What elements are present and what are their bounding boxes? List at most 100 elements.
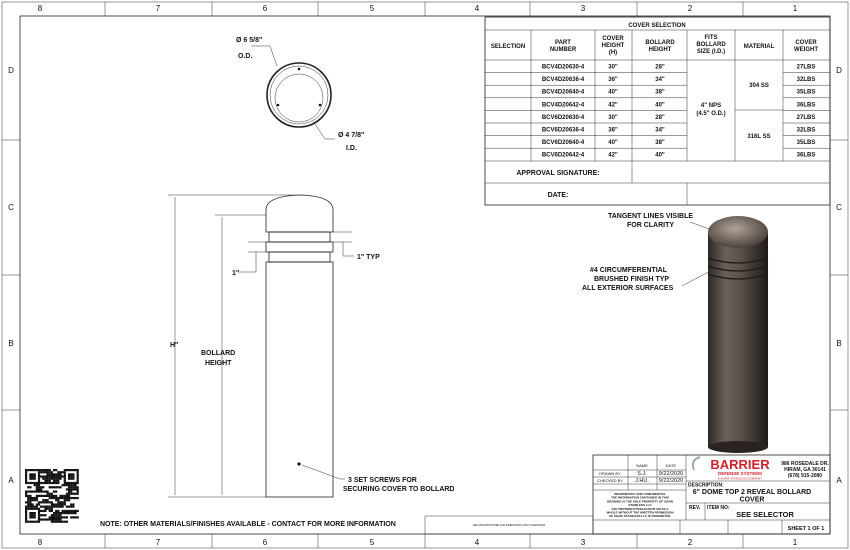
cover-height-cell: 36" bbox=[608, 128, 618, 134]
tangent-note-1: TANGENT LINES VISIBLE bbox=[608, 213, 693, 220]
tangent-note-2: FOR CLARITY bbox=[627, 222, 674, 229]
table-row: BCV6D20642-4 42" 40" 36LBS bbox=[542, 153, 816, 159]
cover-height-cell: 30" bbox=[608, 115, 618, 121]
checked-by-name: J.HU. bbox=[635, 478, 649, 484]
header-cover-weight: COVER bbox=[795, 40, 817, 46]
svg-text:SEE MANUFACTURER FOR DIMENSION: SEE MANUFACTURER FOR DIMENSIONS AND TOLE… bbox=[473, 524, 546, 527]
bollard-height-cell: 28" bbox=[655, 65, 665, 71]
svg-text:7: 7 bbox=[156, 4, 161, 13]
svg-text:DEFENSE SYSTEMS: DEFENSE SYSTEMS bbox=[718, 471, 762, 476]
finish-note-3: ALL EXTERIOR SURFACES bbox=[582, 285, 674, 292]
svg-text:D: D bbox=[8, 66, 14, 75]
drawn-by-name: S.J. bbox=[637, 471, 647, 477]
part-number-cell: BCV6D20642-4 bbox=[542, 153, 585, 159]
date-label: DATE: bbox=[548, 192, 569, 199]
part-number-cell: BCV4D20630-4 bbox=[542, 65, 585, 71]
svg-text:3: 3 bbox=[581, 4, 586, 13]
svg-text:D: D bbox=[836, 66, 842, 75]
bollard-height-cell: 38" bbox=[655, 90, 665, 96]
cover-weight-cell: 36LBS bbox=[797, 102, 816, 108]
fits-value: 4" NPS bbox=[701, 103, 721, 109]
cover-weight-cell: 32LBS bbox=[797, 77, 816, 83]
checked-by-date: 9/22/2020 bbox=[659, 478, 683, 484]
header-bollard-height: HEIGHT bbox=[649, 47, 672, 53]
header-cover-weight: WEIGHT bbox=[794, 47, 818, 53]
bollard-height-cell: 38" bbox=[655, 140, 665, 146]
cover-weight-cell: 36LBS bbox=[797, 153, 816, 159]
svg-text:C: C bbox=[8, 203, 14, 212]
svg-text:OF SHAW STAINLESS LLC IS PROHI: OF SHAW STAINLESS LLC IS PROHIBITED. bbox=[609, 514, 671, 518]
cover-height-cell: 36" bbox=[608, 77, 618, 83]
svg-text:3: 3 bbox=[581, 538, 586, 547]
material-304: 304 SS bbox=[749, 83, 769, 89]
svg-text:WHOLE WITHOUT THE WRITTEN PERM: WHOLE WITHOUT THE WRITTEN PERMISSION bbox=[607, 511, 674, 515]
table-title: COVER SELECTION bbox=[628, 23, 685, 29]
bollard-height-label-1: BOLLARD bbox=[201, 350, 235, 357]
cover-selection-table: COVER SELECTION SELECTION PART NUMBER CO… bbox=[484, 16, 831, 206]
address-line: (678) 915-2080 bbox=[788, 473, 822, 479]
item-number: SEE SELECTOR bbox=[736, 510, 794, 519]
header-part-number: PART bbox=[555, 40, 571, 46]
svg-text:A: A bbox=[836, 476, 842, 485]
bollard-height-cell: 34" bbox=[655, 77, 665, 83]
set-screws-note-1: 3 SET SCREWS FOR bbox=[348, 477, 417, 484]
top-view: Ø 6 5/8" O.D. Ø 4 7/8" I.D. bbox=[236, 37, 364, 152]
bollard-height-label-2: HEIGHT bbox=[205, 360, 232, 367]
bollard-height-cell: 40" bbox=[655, 153, 665, 159]
svg-text:C: C bbox=[836, 203, 842, 212]
svg-text:8: 8 bbox=[38, 538, 43, 547]
address-line: HIRAM, GA 30141 bbox=[784, 467, 826, 473]
cover-height-cell: 40" bbox=[608, 90, 618, 96]
svg-text:6: 6 bbox=[263, 4, 268, 13]
approval-signature-label: APPROVAL SIGNATURE: bbox=[516, 170, 599, 177]
header-cover-height: HEIGHT bbox=[602, 43, 625, 49]
set-screws-note-2: SECURING COVER TO BOLLARD bbox=[343, 486, 455, 493]
od-dimension: Ø 6 5/8" bbox=[236, 37, 262, 44]
svg-text:CHECKED BY: CHECKED BY bbox=[597, 478, 623, 483]
svg-text:4: 4 bbox=[475, 538, 480, 547]
header-selection: SELECTION bbox=[491, 44, 525, 50]
cover-height-cell: 42" bbox=[608, 153, 618, 159]
svg-text:1: 1 bbox=[793, 4, 798, 13]
side-view: H" BOLLARD HEIGHT 1" 1" TYP 3 SET SCREWS… bbox=[168, 194, 455, 498]
part-number-cell: BCV4D20640-4 bbox=[542, 90, 585, 96]
company-logo: BARRIER DEFENSE SYSTEMS A SHAW STAINLESS… bbox=[691, 456, 770, 481]
part-number-cell: BCV6D20640-4 bbox=[542, 140, 585, 146]
description-line-2: COVER bbox=[740, 497, 765, 504]
reveal-dimension-label: 1" bbox=[232, 270, 239, 277]
table-row: BCV6D20630-4 30" 28" 27LBS bbox=[542, 115, 816, 121]
zone-row-labels: D C B A D C B A bbox=[8, 66, 842, 485]
svg-text:BARRIER: BARRIER bbox=[710, 457, 770, 472]
svg-text:2: 2 bbox=[688, 4, 693, 13]
od-label: O.D. bbox=[238, 53, 252, 60]
drawn-by-date: 9/22/2020 bbox=[659, 471, 683, 477]
header-fits: FITS bbox=[705, 35, 718, 41]
svg-text:5: 5 bbox=[370, 4, 375, 13]
description-line-1: 6" DOME TOP 2 REVEAL BOLLARD bbox=[693, 489, 811, 496]
svg-text:4: 4 bbox=[475, 4, 480, 13]
bollard-height-cell: 28" bbox=[655, 115, 665, 121]
sheet-number: SHEET 1 OF 1 bbox=[788, 526, 825, 532]
header-material: MATERIAL bbox=[744, 44, 775, 50]
id-label: I.D. bbox=[346, 145, 357, 152]
svg-text:ITEM NO:: ITEM NO: bbox=[707, 505, 730, 511]
material-316l: 316L SS bbox=[747, 134, 770, 140]
qr-code bbox=[24, 468, 80, 524]
svg-text:DESCRIPTION:: DESCRIPTION: bbox=[688, 483, 724, 489]
part-number-cell: BCV6D20630-4 bbox=[542, 115, 585, 121]
part-number-cell: BCV4D20636-4 bbox=[542, 77, 585, 83]
cover-height-cell: 30" bbox=[608, 65, 618, 71]
header-fits: SIZE (I.D.) bbox=[697, 49, 725, 55]
table-row: BCV4D20636-4 36" 34" 32LBS bbox=[542, 77, 816, 83]
header-cover-height: COVER bbox=[602, 36, 624, 42]
header-part-number: NUMBER bbox=[550, 47, 577, 53]
svg-text:7: 7 bbox=[156, 538, 161, 547]
cover-weight-cell: 27LBS bbox=[797, 115, 816, 121]
